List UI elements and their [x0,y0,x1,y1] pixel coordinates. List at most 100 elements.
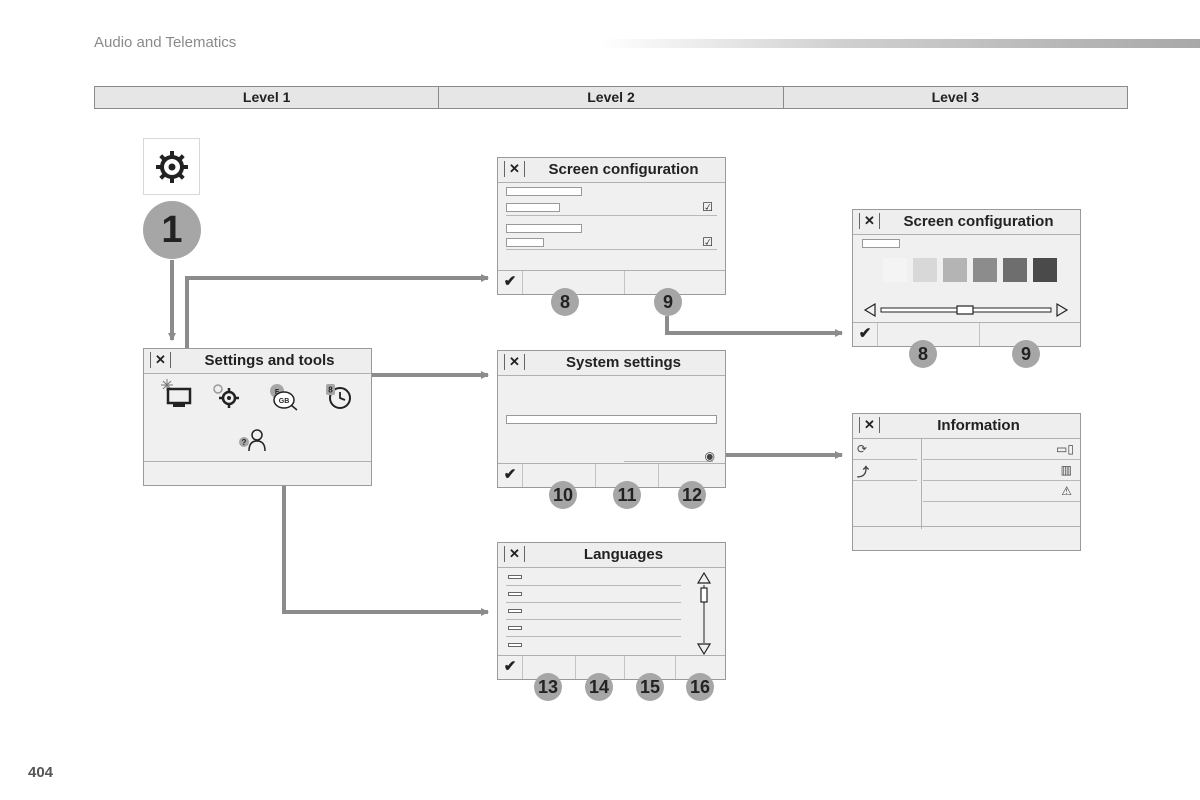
list-item[interactable] [508,609,522,613]
level-2-label: Level 2 [439,87,784,108]
gear-icon [213,384,239,408]
panel-footer: ✔ [498,270,725,294]
confirm-button[interactable]: ✔ [498,464,523,487]
setting-label-field [862,239,900,248]
scrollbar[interactable] [696,571,712,657]
divider [923,459,1080,460]
page-number: 404 [28,764,54,781]
close-button[interactable]: ✕ [150,352,171,368]
level-header-table: Level 1 Level 2 Level 3 [94,86,1128,109]
panel-title: Settings and tools [204,352,335,369]
list-item[interactable] [508,643,522,647]
panel-header: ✕ Settings and tools [144,349,371,374]
color-swatch[interactable] [943,258,967,282]
divider [506,602,681,603]
help-user-icon: ? [239,429,266,452]
color-swatch[interactable] [973,258,997,282]
confirm-button[interactable]: ✔ [498,271,523,294]
divider [506,636,681,637]
panel-footer: ✔ [498,463,725,487]
callout-10: 10 [549,481,577,509]
tab-15[interactable] [625,656,676,679]
tab-13[interactable] [523,656,576,679]
column-divider [921,438,922,529]
language-settings-button[interactable]: F GB [266,382,300,417]
panel-footer [853,526,1080,550]
panel-title: Screen configuration [903,213,1054,230]
warning-icon[interactable]: ⚠ [1061,484,1072,498]
settings-and-tools-panel: ✕ Settings and tools F GB 8 [143,348,372,486]
checkbox-checked-icon[interactable]: ☑ [702,235,713,249]
tab-8[interactable] [878,323,980,346]
slider-decrease-icon [863,302,876,318]
setting-value-field[interactable] [506,238,544,247]
divider [624,461,713,462]
slider-increase-icon [1056,302,1069,318]
tab-14[interactable] [576,656,625,679]
languages-panel: ✕ Languages ✔ [497,542,726,680]
display-icon[interactable]: ▭▯ [1056,442,1074,456]
language-icon: F GB [270,384,298,411]
screen-settings-button[interactable] [160,379,194,414]
level-3-label: Level 3 [931,89,980,105]
help-badge: ? [242,438,247,447]
callout-11: 11 [613,481,641,509]
checkbox-checked-icon[interactable]: ☑ [702,200,713,214]
settings-field[interactable] [506,415,717,424]
divider [506,215,717,216]
callout-9: 9 [1012,340,1040,368]
color-swatch[interactable] [1033,258,1057,282]
clock-icon: 8 [326,384,351,409]
confirm-button[interactable]: ✔ [498,656,523,679]
return-icon[interactable]: ⤴ [857,465,870,479]
color-swatch[interactable] [913,258,937,282]
footer-segment [853,527,1080,550]
close-button[interactable]: ✕ [504,161,525,177]
panel-header: ✕ Information [853,414,1080,439]
brightness-slider[interactable] [863,302,1071,318]
panel-title: Information [937,417,1020,434]
slider-thumb [956,305,974,315]
list-item[interactable] [508,626,522,630]
panel-header: ✕ Screen configuration [498,158,725,183]
footer-segment [144,462,371,485]
list-item[interactable] [508,592,522,596]
close-button[interactable]: ✕ [859,417,880,433]
close-button[interactable]: ✕ [504,546,525,562]
screen-configuration-brightness-panel: ✕ Screen configuration ✔ [852,209,1081,347]
grid-icon[interactable]: ▥ [1060,463,1072,477]
panel-header: ✕ Screen configuration [853,210,1080,235]
system-settings-panel: ✕ System settings ◉ ✔ [497,350,726,488]
color-swatch[interactable] [1003,258,1027,282]
screen-configuration-panel: ✕ Screen configuration ☑ ☑ ✔ [497,157,726,295]
section-title: Audio and Telematics [94,34,237,51]
setting-label-field [506,187,582,196]
divider [923,480,1080,481]
language-badge-gb: GB [279,398,290,405]
setting-value-field[interactable] [506,203,560,212]
refresh-icon[interactable]: ⟳ [857,442,868,456]
tab-8[interactable] [523,271,625,294]
divider [923,501,1080,502]
divider [853,480,917,481]
panel-footer [144,461,371,485]
close-button[interactable]: ✕ [859,213,880,229]
close-button[interactable]: ✕ [504,354,525,370]
list-item[interactable] [508,575,522,579]
panel-header: ✕ Languages [498,543,725,568]
divider [853,459,917,460]
color-swatch[interactable] [883,258,907,282]
tab-11[interactable] [596,464,659,487]
callout-15: 15 [636,673,664,701]
settings-shortcut-button[interactable] [143,138,200,195]
confirm-button[interactable]: ✔ [853,323,878,346]
help-user-button[interactable]: ? [238,427,268,460]
callout-16: 16 [686,673,714,701]
eye-icon[interactable]: ◉ [704,449,715,463]
setting-label-field [506,224,582,233]
panel-title: Screen configuration [548,161,699,178]
system-settings-button[interactable] [210,381,240,414]
clock-settings-button[interactable]: 8 [324,382,354,417]
divider [506,249,717,250]
tab-10[interactable] [523,464,596,487]
